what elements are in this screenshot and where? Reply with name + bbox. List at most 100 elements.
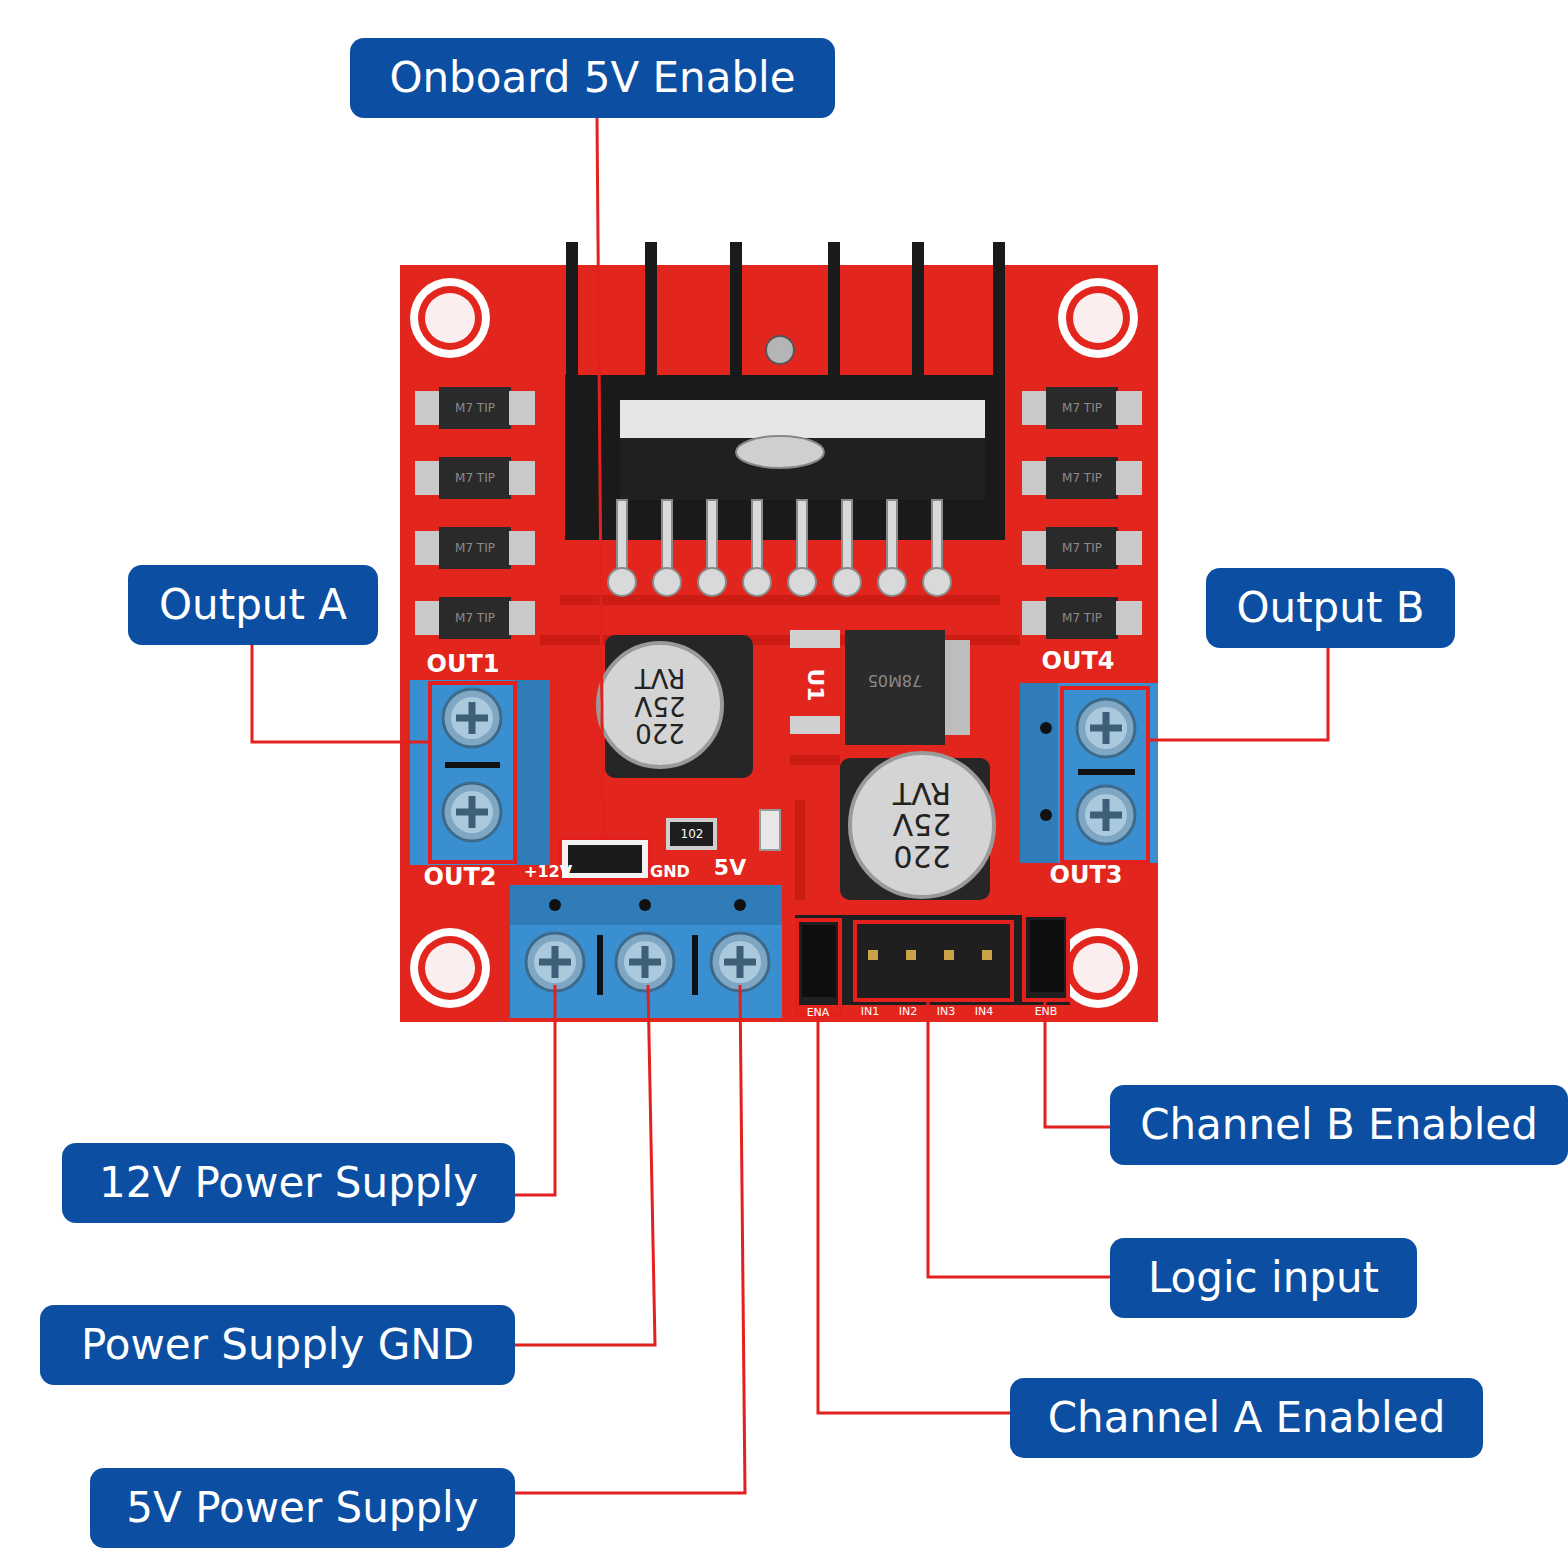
diode: [1022, 457, 1142, 499]
component-marking: M7 TIP: [455, 612, 495, 625]
heatsink-fin: [730, 242, 742, 382]
component-marking: M7 TIP: [1062, 472, 1102, 485]
terminal-divider: [445, 762, 500, 768]
leader-line: [1045, 1000, 1110, 1127]
hole-ring: [410, 928, 490, 1008]
heatsink: [565, 242, 1005, 540]
silkscreen-label: 5V: [705, 856, 755, 879]
terminal-screw: [443, 783, 501, 841]
header-pin: [944, 950, 954, 960]
jumper-cap: [1030, 920, 1064, 992]
heatsink-fin: [566, 242, 578, 540]
component-marking: M7 TIP: [1062, 402, 1102, 415]
callout-box: Output A: [128, 565, 378, 645]
jumper-cap: [802, 925, 836, 997]
hole-ring: [1066, 936, 1130, 1000]
hole-center: [1073, 943, 1123, 993]
terminal-hole: [1040, 809, 1052, 821]
callout-box: 5V Power Supply: [90, 1468, 515, 1548]
heatsink-fin: [828, 242, 840, 382]
diode: [1022, 387, 1142, 429]
diode: [1022, 597, 1142, 639]
diode: [415, 597, 535, 639]
pin-label: IN2: [890, 1006, 926, 1018]
header-pin: [868, 950, 878, 960]
pin-label: ENA: [800, 1007, 836, 1019]
component-marking: M7 TIP: [455, 472, 495, 485]
terminal-hole: [549, 899, 561, 911]
callout-text: Output B: [1236, 587, 1424, 629]
chip-pad: [788, 568, 816, 596]
callout-box: Channel A Enabled: [1010, 1378, 1483, 1458]
callout-text: Channel B Enabled: [1140, 1104, 1538, 1146]
callout-text: Channel A Enabled: [1048, 1397, 1446, 1439]
silkscreen-label: OUT4: [1033, 649, 1123, 674]
solder-pad: [790, 716, 840, 734]
component-marking: M7 TIP: [1062, 612, 1102, 625]
leader-line: [515, 985, 745, 1493]
terminal-side: [510, 885, 782, 925]
terminal-hole: [639, 899, 651, 911]
terminal-block: [1020, 683, 1158, 863]
terminal-hole: [1040, 722, 1052, 734]
leader-line: [515, 985, 655, 1345]
hole-ring: [410, 278, 490, 358]
callout-box: 12V Power Supply: [62, 1143, 515, 1223]
jumper-base: [560, 838, 650, 880]
heatsink-fin: [912, 242, 924, 382]
diode: [1022, 527, 1142, 569]
terminal-screw: [443, 689, 501, 747]
terminal-screw: [1077, 786, 1135, 844]
hole-center: [425, 293, 475, 343]
component-marking: 78M05: [850, 672, 940, 689]
terminal-block: [410, 680, 550, 865]
heatsink-fin: [645, 242, 657, 382]
callout-box: Output B: [1206, 568, 1455, 648]
silkscreen-label: +12V: [518, 864, 578, 881]
pin-label: ENB: [1028, 1006, 1064, 1018]
header-pins: [868, 950, 992, 960]
pin-label: IN3: [928, 1006, 964, 1018]
heatsink-fin: [993, 242, 1005, 540]
callout-text: Power Supply GND: [81, 1324, 474, 1366]
callout-box: Channel B Enabled: [1110, 1085, 1568, 1165]
silkscreen-label: OUT3: [1041, 863, 1131, 888]
mounting-hole: [410, 278, 1138, 1008]
hole-center: [425, 943, 475, 993]
component-marking: 220 25V RVT: [625, 664, 695, 746]
terminal-screw: [616, 933, 674, 991]
highlight-box: [1062, 688, 1148, 862]
silkscreen-label: U1: [803, 665, 826, 705]
pcb-board: [400, 265, 1158, 1022]
leader-line: [597, 118, 603, 838]
component-marking: 220 25V RVT: [882, 778, 962, 873]
chip-tab: [620, 400, 985, 438]
leader-line: [515, 985, 555, 1195]
chip-pad: [878, 568, 906, 596]
leader-line: [1148, 648, 1328, 740]
component-marking: M7 TIP: [455, 402, 495, 415]
pin-label: IN1: [852, 1006, 888, 1018]
component-marking: M7 TIP: [1062, 542, 1102, 555]
leader-line: [818, 1015, 1010, 1413]
chip-pad: [608, 568, 636, 596]
terminal-side: [1020, 683, 1058, 863]
callout-box: Logic input: [1110, 1238, 1417, 1318]
highlight-box: [560, 838, 650, 880]
solder-pad: [790, 630, 840, 648]
highlight-box: [430, 683, 515, 862]
hole-ring: [1058, 278, 1138, 358]
power-led: [760, 810, 780, 850]
terminal-screw: [1077, 699, 1135, 757]
heatsink-screw: [766, 336, 794, 364]
highlight-boxes: [430, 683, 1148, 1015]
regulator-tab: [945, 640, 970, 735]
callout-box: Power Supply GND: [40, 1305, 515, 1385]
terminal-divider: [1078, 769, 1135, 775]
leader-line: [928, 1000, 1110, 1277]
header-pin: [906, 950, 916, 960]
component-marking: M7 TIP: [455, 542, 495, 555]
chip-pad: [743, 568, 771, 596]
